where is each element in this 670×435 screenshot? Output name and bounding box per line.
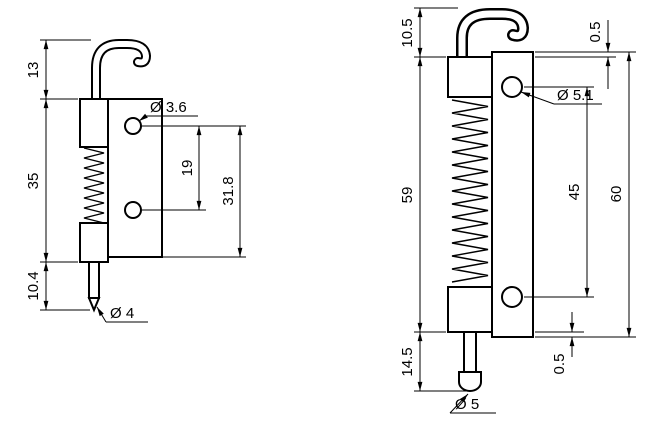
spring-housing-bottom (447, 286, 493, 333)
left-dimensions: 13 35 10.4 Ø 3.6 19 (25, 39, 246, 323)
plate-height-label: 60 (608, 186, 625, 203)
pin-length-label: 10.4 (25, 271, 42, 300)
leader-line (449, 393, 469, 414)
right-dimensions: 10.5 59 14.5 0.5 Ø 5.1 (399, 7, 636, 414)
hole-spacing-label: 19 (179, 160, 196, 177)
bolt-pin-tip (87, 297, 101, 313)
dim-pin-length: 10.4 (25, 262, 90, 311)
right-part-geometry (447, 7, 534, 392)
hook-rod-body (93, 41, 150, 103)
hook-rod-body (458, 10, 527, 64)
left-view: 13 35 10.4 Ø 3.6 19 (25, 39, 246, 323)
dim-hole-diameter-callout: Ø 3.6 (138, 99, 198, 122)
dim-hook-height: 13 (25, 39, 91, 100)
dim-hole-to-bottom: 31.8 (163, 126, 246, 258)
dim-pin-length: 14.5 (399, 332, 470, 392)
dim-hole-diameter-callout: Ø 5.1 (520, 87, 602, 105)
dim-hole-spacing: 45 (524, 86, 594, 298)
bottom-offset-label: 0.5 (551, 354, 568, 375)
hole-diameter-label: Ø 5.1 (557, 87, 594, 104)
dim-plate-height: 60 (535, 52, 636, 338)
spring-housing-bottom (79, 222, 109, 263)
dim-body-height: 35 (25, 99, 78, 263)
bolt-pin-shaft (88, 261, 100, 299)
body-height-label: 35 (25, 173, 42, 190)
body-height-label: 59 (399, 187, 416, 204)
dim-hook-height: 10.5 (399, 7, 458, 58)
hook-height-label: 13 (25, 62, 42, 79)
leader-line (96, 306, 107, 323)
hole-to-bottom-label: 31.8 (220, 176, 237, 205)
bolt-pin-tip (458, 371, 482, 392)
plate-hole-bottom (501, 286, 523, 308)
dim-bottom-offset: 0.5 (535, 312, 584, 374)
plate-hole-bottom (124, 201, 142, 219)
hole-diameter-label: Ø 3.6 (150, 99, 187, 116)
pin-diameter-label: Ø 4 (110, 305, 134, 322)
dim-body-height: 59 (399, 56, 446, 333)
plate-hole-top (501, 76, 523, 98)
spring-coil (83, 147, 105, 224)
hook-height-label: 10.5 (399, 18, 416, 47)
plate-hole-top (124, 117, 142, 135)
spring-housing-top (79, 98, 109, 148)
pin-length-label: 14.5 (399, 347, 416, 376)
pin-diameter-label: Ø 5 (455, 396, 479, 413)
top-offset-label: 0.5 (587, 22, 604, 43)
dim-pin-diameter-callout: Ø 4 (96, 305, 148, 323)
hole-spacing-label: 45 (566, 184, 583, 201)
leader-line (138, 113, 148, 122)
left-part-geometry (79, 39, 163, 313)
dim-hole-spacing: 19 (142, 125, 246, 211)
bolt-pin-shaft (463, 331, 477, 373)
spring-coil (451, 99, 489, 283)
right-view: 10.5 59 14.5 0.5 Ø 5.1 (399, 7, 636, 414)
leader-line (520, 91, 555, 105)
spring-housing-top (447, 56, 493, 98)
dim-top-offset: 0.5 (535, 20, 636, 89)
dim-pin-diameter-callout: Ø 5 (449, 393, 496, 414)
